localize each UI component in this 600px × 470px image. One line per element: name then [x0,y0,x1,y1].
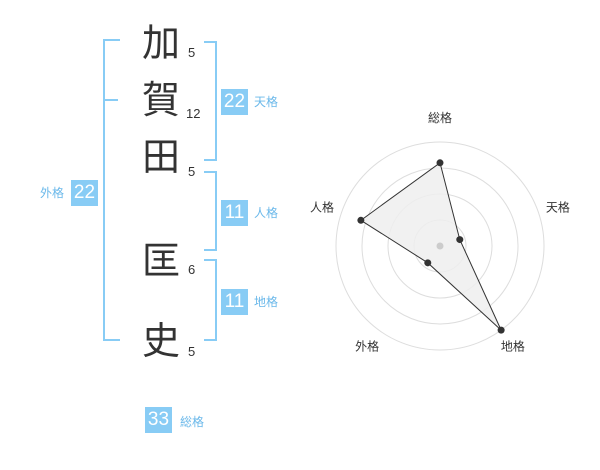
name-char-3: 田 [141,135,180,179]
radar-axis-label: 総格 [428,110,452,125]
name-char-5: 史 [141,319,180,363]
radar-point [357,216,365,224]
chikaku-bracket [204,259,217,341]
radar-point [456,236,464,244]
stroke-count-2: 12 [186,106,201,121]
jinkaku-badge: 11 [221,200,248,226]
radar-point [424,259,432,267]
radar-area [359,161,502,331]
soukaku-badge: 33 [145,407,172,433]
gaikaku-badge: 22 [71,180,98,206]
radar-point [497,326,505,334]
tenkaku-bracket [204,41,217,161]
gaikaku-label: 外格 [40,186,65,200]
stroke-count-4: 6 [188,262,196,277]
jinkaku-bracket [204,171,217,251]
chikaku-label: 地格 [254,295,279,309]
name-char-2: 賀 [141,78,180,122]
soukaku-label: 総格 [180,415,205,429]
radar-axis-label: 人格 [310,200,334,215]
radar-axis-label: 地格 [501,338,525,353]
name-char-4: 匡 [141,239,180,283]
tenkaku-label: 天格 [254,95,279,109]
radar-point [436,159,444,167]
stroke-count-3: 5 [188,164,196,179]
stroke-count-5: 5 [188,344,196,359]
radar-axis-label: 外格 [355,338,379,353]
radar-grid-ring [335,141,545,351]
chikaku-badge: 11 [221,289,248,315]
name-char-1: 加 [141,21,180,65]
radar-axis-label: 天格 [546,200,570,215]
jinkaku-label: 人格 [254,206,279,220]
tenkaku-badge: 22 [221,89,248,115]
radar-center-dot [436,242,444,250]
stroke-count-1: 5 [188,45,196,60]
gaikaku-bracket [103,39,120,341]
